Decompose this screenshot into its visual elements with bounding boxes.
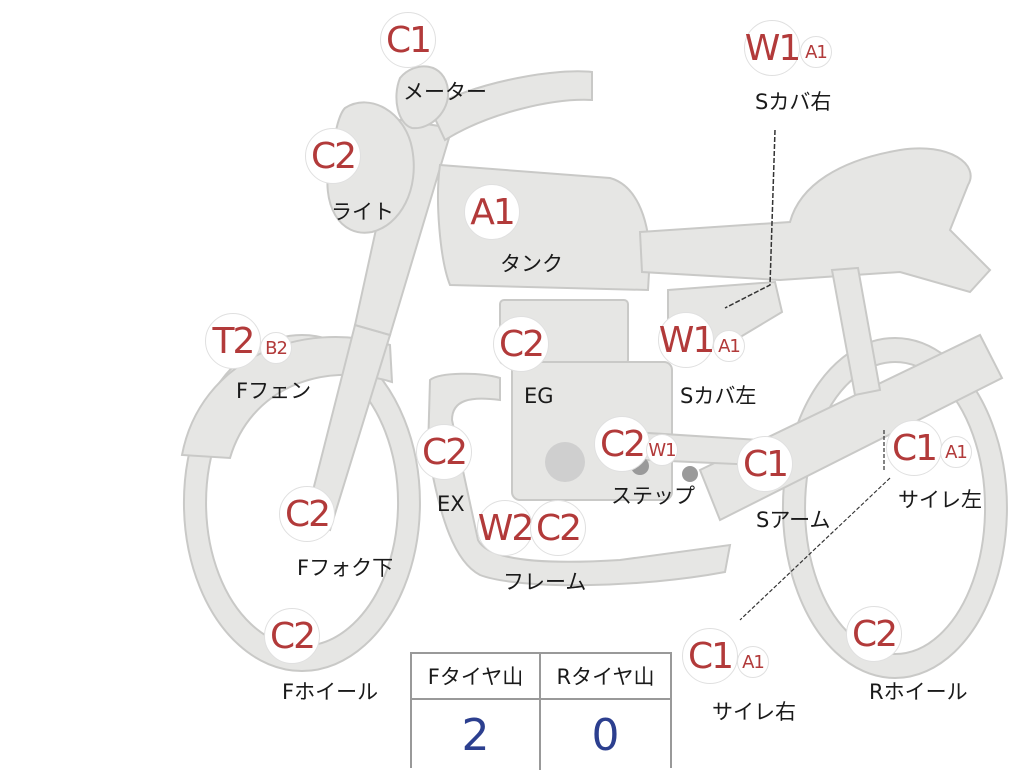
rear-shock-shape	[830, 266, 882, 397]
part-label-tank: タンク	[500, 252, 563, 276]
rear-tire-value: 0	[591, 709, 620, 761]
leader-line-scover-right	[724, 129, 776, 309]
tire-tread-table: Fタイヤ山 Rタイヤ山 2 0	[410, 652, 672, 770]
grade-badge-frame-1: W2	[477, 500, 534, 556]
part-label-fwheel: Fホイール	[282, 680, 379, 704]
grade-badge-silencer-left-sub: A1	[940, 436, 972, 468]
grade-badge-silencer-right: C1	[682, 628, 738, 684]
grade-badge-engine: C2	[493, 316, 549, 372]
grade-badge-silencer-right-sub: A1	[737, 646, 769, 678]
front-tire-header: Fタイヤ山	[412, 654, 541, 700]
part-label-light: ライト	[331, 200, 394, 224]
peg-shape-2	[682, 466, 698, 482]
grade-badge-meter: C1	[380, 12, 436, 68]
grade-badge-sarm: C1	[737, 436, 793, 492]
part-label-exhaust: EX	[437, 492, 465, 516]
grade-badge-rwheel: C2	[846, 606, 902, 662]
grade-badge-tank: A1	[464, 184, 520, 240]
part-label-frame: フレーム	[503, 570, 587, 594]
grade-badge-scover-left: W1	[658, 312, 715, 368]
part-label-silencer-right: サイレ右	[712, 700, 796, 724]
part-label-scover-right: Sカバ右	[755, 90, 832, 114]
grade-badge-ffork: C2	[279, 486, 335, 542]
grade-badge-silencer-left: C1	[886, 420, 942, 476]
grade-badge-exhaust: C2	[416, 424, 472, 480]
part-label-step: ステップ	[611, 484, 695, 508]
seat-shape	[638, 147, 992, 294]
part-label-ffork: Fフォク下	[297, 556, 394, 580]
part-label-engine: EG	[524, 384, 554, 408]
handlebar-shape	[428, 70, 593, 142]
leader-line-silencer-right	[739, 477, 891, 621]
meter-shape	[395, 65, 450, 130]
grade-badge-step: C2	[594, 416, 650, 472]
grade-badge-step-sub: W1	[646, 434, 678, 466]
frame-tube-shape	[353, 118, 454, 337]
part-label-scover-left: Sカバ左	[680, 384, 757, 408]
grade-badge-light: C2	[305, 128, 361, 184]
grade-badge-fwheel: C2	[264, 608, 320, 664]
part-label-sarm: Sアーム	[756, 508, 831, 532]
part-label-meter: メーター	[403, 80, 487, 104]
grade-badge-scover-right: W1	[744, 20, 801, 76]
front-fender-shape	[180, 336, 394, 460]
grade-badge-ffender-sub: B2	[260, 332, 292, 364]
front-tire-value: 2	[412, 700, 541, 770]
exhaust-shape	[426, 372, 732, 587]
part-label-rwheel: Rホイール	[869, 680, 968, 704]
part-label-ffender: Fフェン	[236, 379, 312, 403]
grade-badge-scover-right-sub: A1	[800, 36, 832, 68]
rear-tire-header: Rタイヤ山	[541, 654, 670, 700]
grade-badge-scover-left-sub: A1	[713, 330, 745, 362]
part-label-silencer-left: サイレ左	[898, 488, 982, 512]
sprocket-shape	[545, 442, 585, 482]
grade-badge-frame-2: C2	[530, 500, 586, 556]
grade-badge-ffender: T2	[205, 313, 261, 369]
